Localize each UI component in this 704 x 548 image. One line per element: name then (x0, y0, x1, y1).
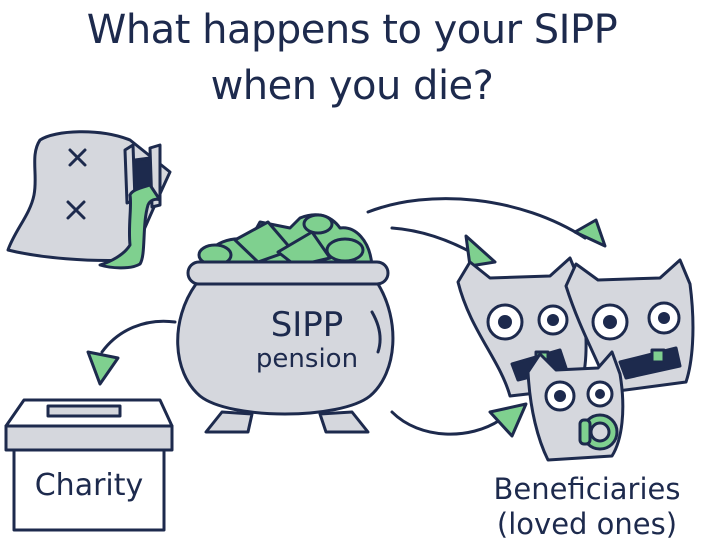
deceased-bag-icon (8, 132, 170, 268)
arrow-to-beneficiary-top (368, 199, 605, 246)
beneficiaries-label-line-1: Beneficiaries (470, 472, 704, 507)
charity-box-icon (6, 400, 172, 530)
arrow-to-beneficiary-mid (392, 228, 495, 266)
arrow-to-charity (88, 321, 175, 384)
beneficiaries-label-line-2: (loved ones) (470, 507, 704, 542)
pot-label: SIPP pension (232, 306, 382, 374)
pot-label-line-1: SIPP (232, 306, 382, 344)
pot-label-line-2: pension (232, 344, 382, 374)
beneficiaries-label: Beneficiaries (loved ones) (470, 472, 704, 542)
charity-label: Charity (18, 466, 160, 506)
arrow-to-beneficiary-baby (392, 404, 526, 436)
beneficiary-baby-monster-icon (528, 352, 623, 460)
